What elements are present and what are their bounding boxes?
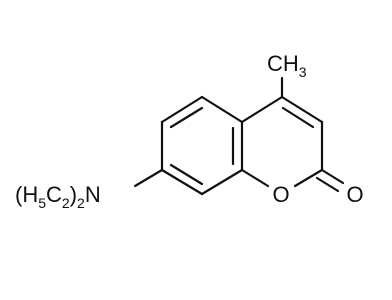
methyl-label: CH3 — [267, 51, 307, 80]
bond-c4-c3 — [280, 95, 324, 124]
bond-c4-c3-double — [281, 106, 315, 129]
aromatic-double-bond-1 — [169, 106, 204, 129]
benzene-ring — [160, 95, 244, 196]
bond-c2-o1 — [293, 168, 324, 188]
carbonyl-bond-1 — [320, 168, 345, 185]
bond-c7-nitrogen — [133, 168, 164, 188]
diethylamino-label: (H5C2)2N — [15, 182, 101, 211]
bond-c4a-c8a — [200, 95, 244, 124]
bond-c8-c7 — [200, 168, 244, 196]
ring-oxygen-label: O — [272, 182, 289, 207]
bond-c7-c6 — [160, 168, 204, 196]
carbonyl-bond-2 — [315, 176, 340, 193]
pyranone-ring — [240, 95, 324, 188]
bond-c5-c4a — [160, 95, 204, 124]
carbonyl-oxygen-label: O — [346, 182, 363, 207]
bond-c4a-c4 — [240, 95, 284, 124]
bond-o1-c8a — [240, 168, 270, 188]
aromatic-double-bond-3 — [169, 163, 204, 186]
